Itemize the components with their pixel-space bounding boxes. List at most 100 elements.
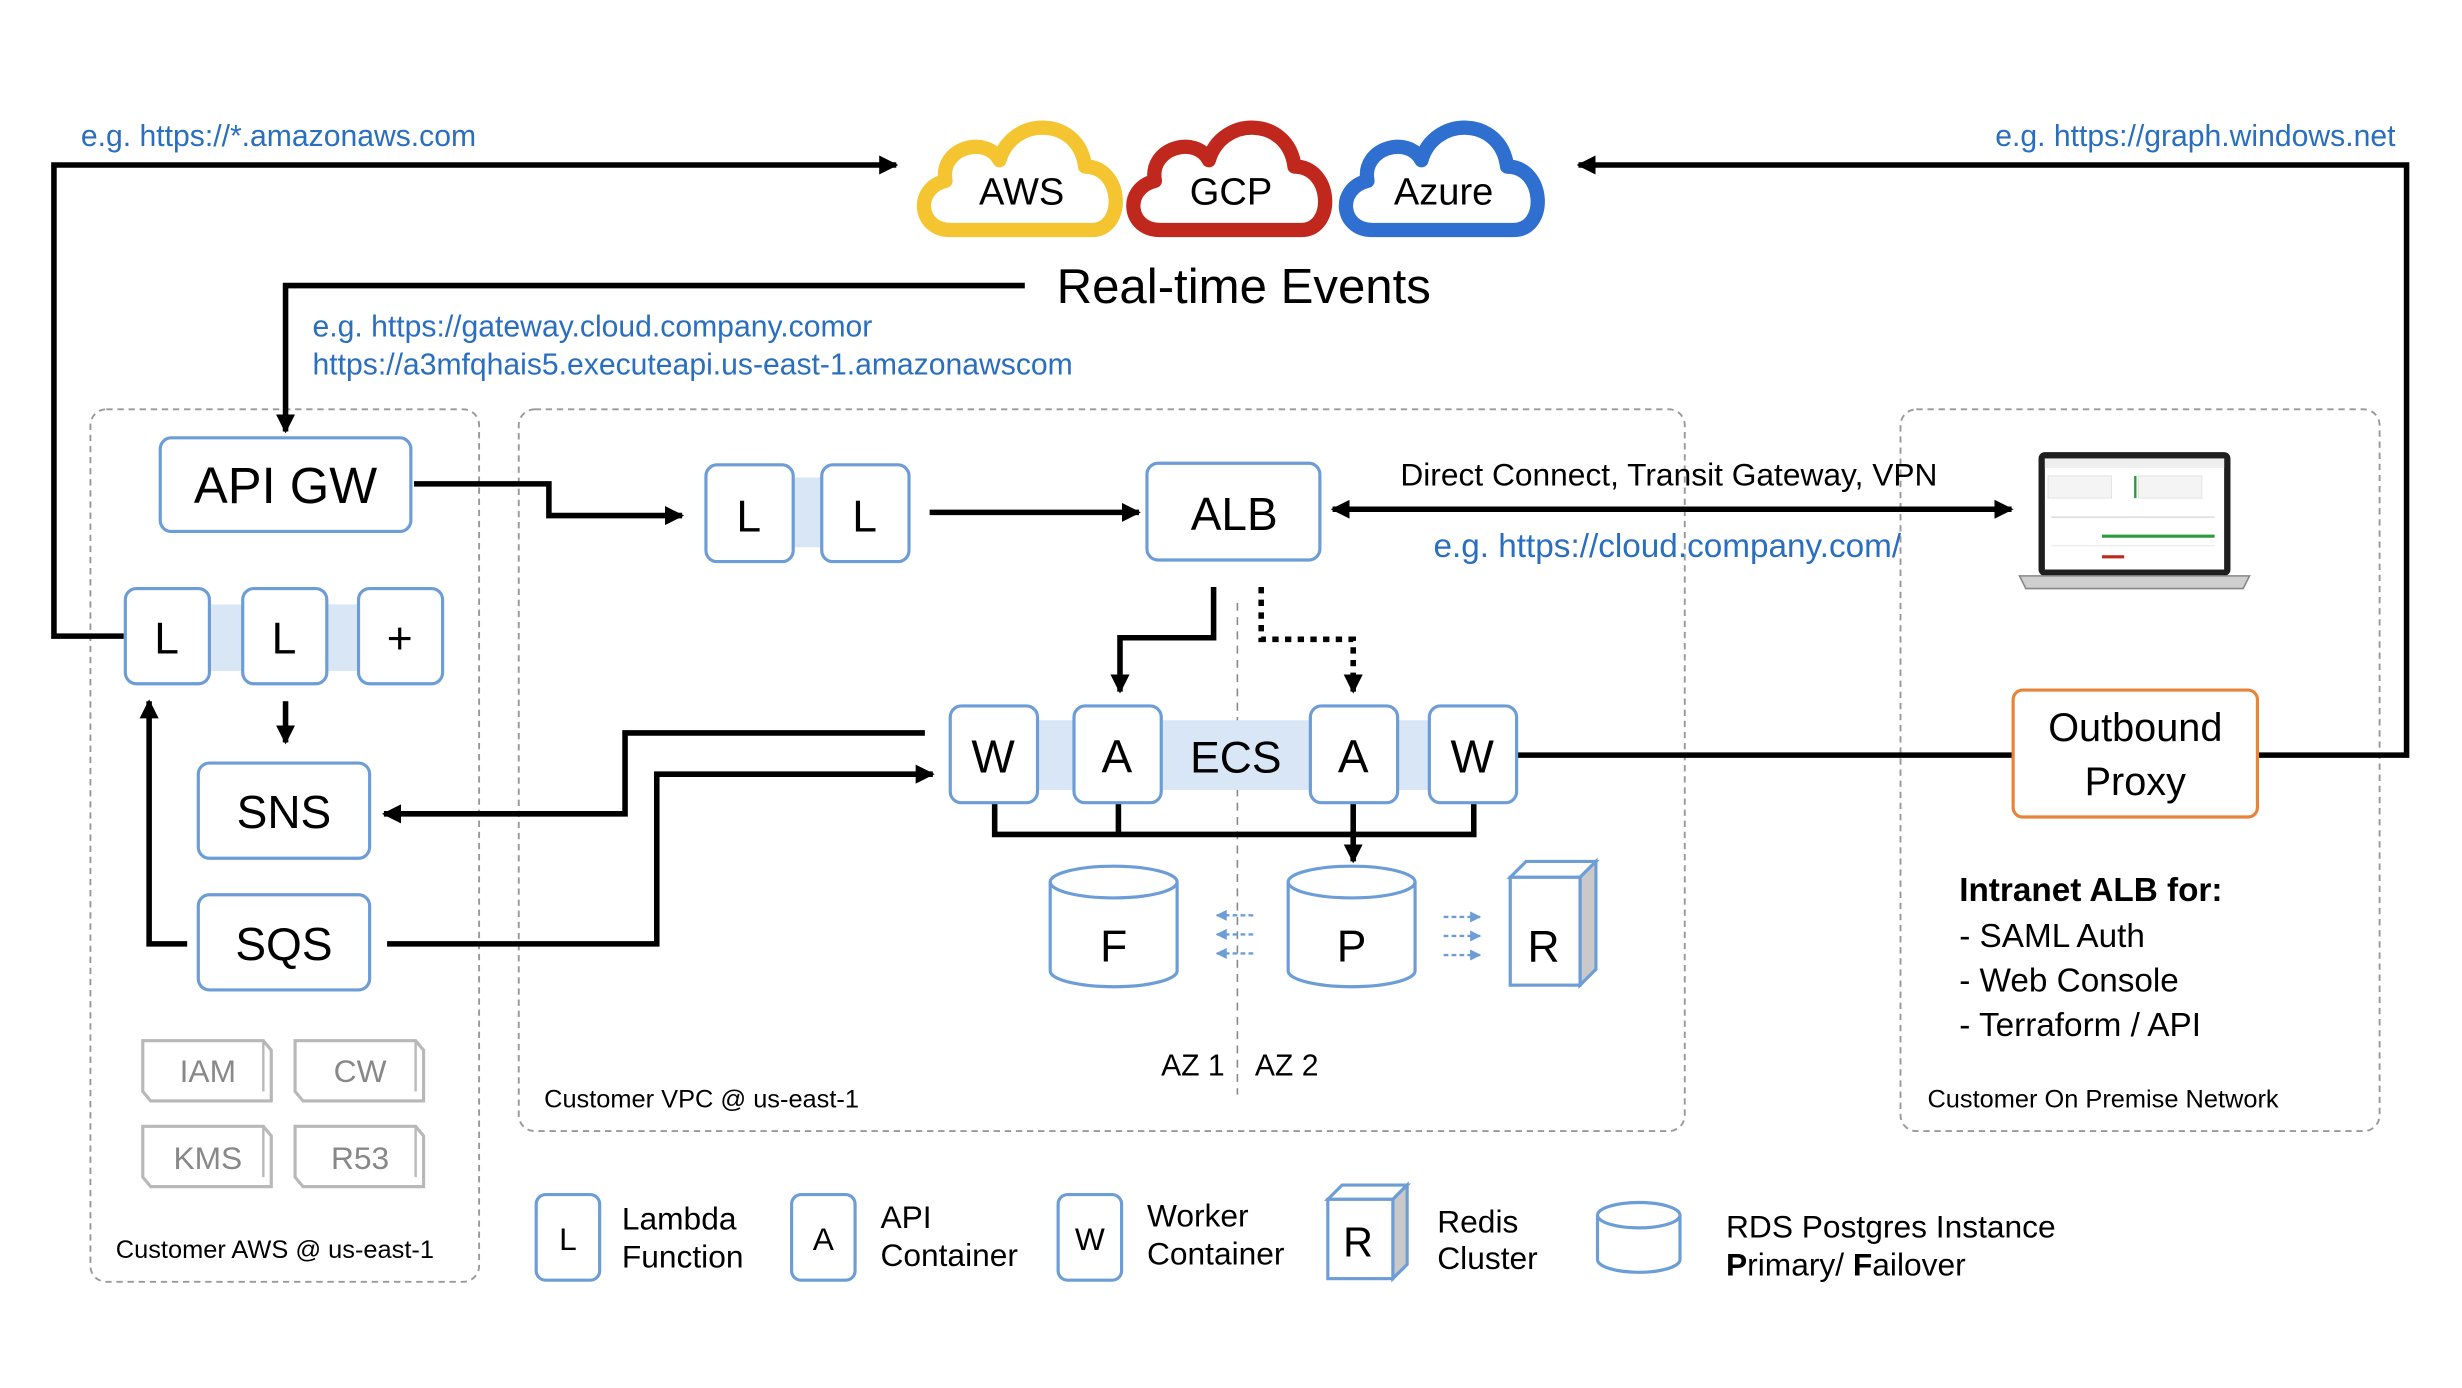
legend-redis-line2: Cluster: [1437, 1240, 1538, 1276]
az2-label: AZ 2: [1255, 1050, 1319, 1083]
legend-lambda-line2: Function: [622, 1239, 744, 1275]
replication-arrows-left: [1215, 909, 1254, 959]
region-lambda-1-label: L: [154, 615, 179, 664]
ecs-band: [983, 720, 1492, 791]
vpc-lambda-1-label: L: [736, 492, 761, 541]
legend-redis-symbol-text: R: [1343, 1219, 1373, 1265]
legend-rds-symbol: [1595, 1200, 1682, 1274]
onprem-container: [1899, 408, 2381, 1133]
vpc-lambda-1-box: [704, 463, 795, 564]
api-gateway-box: [158, 436, 413, 534]
service-iam: [141, 1039, 273, 1103]
azure-example-link: e.g. https://graph.windows.net: [1995, 120, 2396, 153]
ecs-api-1-label: A: [1101, 731, 1132, 783]
intranet-item-console: - Web Console: [1959, 963, 2179, 1000]
replication-arrows-right: [1443, 911, 1482, 961]
connector-apigw-to-vpc-lambda: [414, 481, 685, 526]
connector-sqs-to-ecs: [387, 764, 935, 947]
ecs-api-2-label: A: [1338, 731, 1369, 783]
legend-rds-line2: Primary/ Failover: [1726, 1246, 1966, 1282]
legend-redis-line1: Redis: [1437, 1204, 1518, 1240]
service-iam-label: IAM: [180, 1053, 236, 1089]
ecs-api-2-box: [1308, 704, 1400, 805]
connector-events-to-apigw: [276, 282, 1025, 434]
legend-worker-symbol-text: W: [1075, 1221, 1105, 1257]
alb-box: [1145, 461, 1322, 562]
legend-worker-symbol: [1056, 1192, 1124, 1282]
sqs-label: SQS: [235, 918, 332, 970]
legend-redis-symbol: [1323, 1181, 1411, 1283]
aws-cloud-icon: [916, 120, 1123, 238]
ecs-label: ECS: [1190, 734, 1281, 783]
outbound-proxy-box: [2011, 688, 2260, 819]
service-r53: [293, 1124, 426, 1189]
connector-alb-to-api-az2: [1258, 586, 1363, 694]
connector-ecs-to-db: [991, 801, 1477, 838]
service-cw: [293, 1039, 426, 1103]
connector-alb-to-api-az1: [1110, 586, 1217, 694]
legend-lambda-symbol: [534, 1192, 602, 1282]
aws-example-link: e.g. https://*.amazonaws.com: [81, 120, 476, 153]
azure-cloud-label: Azure: [1394, 172, 1493, 214]
sns-label: SNS: [237, 786, 332, 838]
redis-cluster-icon: [1506, 857, 1600, 989]
legend-api-symbol: [790, 1192, 857, 1282]
legend-api-line2: Container: [880, 1237, 1018, 1273]
database-failover-label: F: [1100, 922, 1127, 971]
gateway-example-link: e.g. https://gateway.cloud.company.comor: [313, 310, 873, 343]
connector-ecs-to-sns: [382, 730, 925, 824]
legend-rds-primary-rest: rimary/: [1747, 1246, 1853, 1282]
legend-worker-line1: Worker: [1147, 1197, 1249, 1233]
ecs-worker-2-label: W: [1450, 731, 1494, 783]
ecs-worker-1-box: [948, 704, 1040, 805]
legend-rds-primary-initial: P: [1726, 1246, 1747, 1282]
database-primary-label: P: [1337, 922, 1367, 971]
connection-label: Direct Connect, Transit Gateway, VPN: [1400, 456, 1937, 492]
vpc-label: Customer VPC @ us-east-1: [544, 1085, 859, 1113]
ecs-worker-2-box: [1427, 704, 1519, 805]
connector-lambda-to-aws: [51, 155, 899, 639]
region-lambda-2-label: L: [272, 615, 297, 664]
gcp-cloud-label: GCP: [1190, 172, 1272, 214]
outbound-proxy-label-1: Outbound: [2048, 706, 2222, 750]
service-r53-label: R53: [331, 1140, 389, 1176]
legend-api-line1: API: [880, 1199, 931, 1235]
intranet-title: Intranet ALB for:: [1959, 872, 2222, 909]
region-lambda-plus-label: +: [387, 615, 413, 664]
vpc-container: [517, 408, 1686, 1133]
vpc-lambda-2-label: L: [852, 492, 877, 541]
legend-lambda-symbol-text: L: [559, 1221, 577, 1257]
ecs-worker-1-label: W: [971, 731, 1015, 783]
vpc-lambda-2-box: [820, 463, 911, 564]
region-lambda-plus-box: [356, 586, 445, 686]
realtime-events-title: Real-time Events: [1057, 259, 1431, 314]
sns-box: [196, 761, 372, 860]
gcp-cloud-icon: [1126, 120, 1333, 238]
service-kms: [141, 1124, 273, 1189]
aws-region-label: Customer AWS @ us-east-1: [116, 1236, 434, 1264]
connector-proxy-to-azure: [1576, 155, 2410, 758]
execute-api-example-link: https://a3mfqhais5.executeapi.us-east-1.…: [313, 348, 1073, 381]
azure-cloud-icon: [1338, 120, 1545, 238]
service-kms-label: KMS: [173, 1140, 242, 1176]
intranet-item-saml: - SAML Auth: [1959, 918, 2145, 955]
alb-example-link: e.g. https://cloud.company.com/: [1433, 528, 1901, 565]
outbound-proxy-label-2: Proxy: [2085, 760, 2187, 804]
legend-worker-line2: Container: [1147, 1235, 1285, 1271]
database-failover-icon: [1048, 864, 1179, 989]
api-gateway-label: API GW: [194, 457, 377, 514]
ecs-api-1-box: [1072, 704, 1163, 805]
aws-cloud-label: AWS: [979, 172, 1064, 214]
connector-sqs-to-lambda: [139, 699, 188, 947]
redis-cluster-label: R: [1528, 922, 1560, 971]
onprem-label: Customer On Premise Network: [1927, 1085, 2278, 1113]
legend-lambda-line1: Lambda: [622, 1200, 737, 1236]
legend-api-symbol-text: A: [813, 1221, 835, 1257]
legend-rds-line1: RDS Postgres Instance: [1726, 1208, 2056, 1244]
intranet-item-terraform: - Terraform / API: [1959, 1007, 2201, 1044]
region-lambda-1-box: [123, 586, 211, 686]
alb-label: ALB: [1191, 488, 1278, 540]
sqs-box: [196, 893, 372, 992]
service-cw-label: CW: [334, 1053, 387, 1089]
